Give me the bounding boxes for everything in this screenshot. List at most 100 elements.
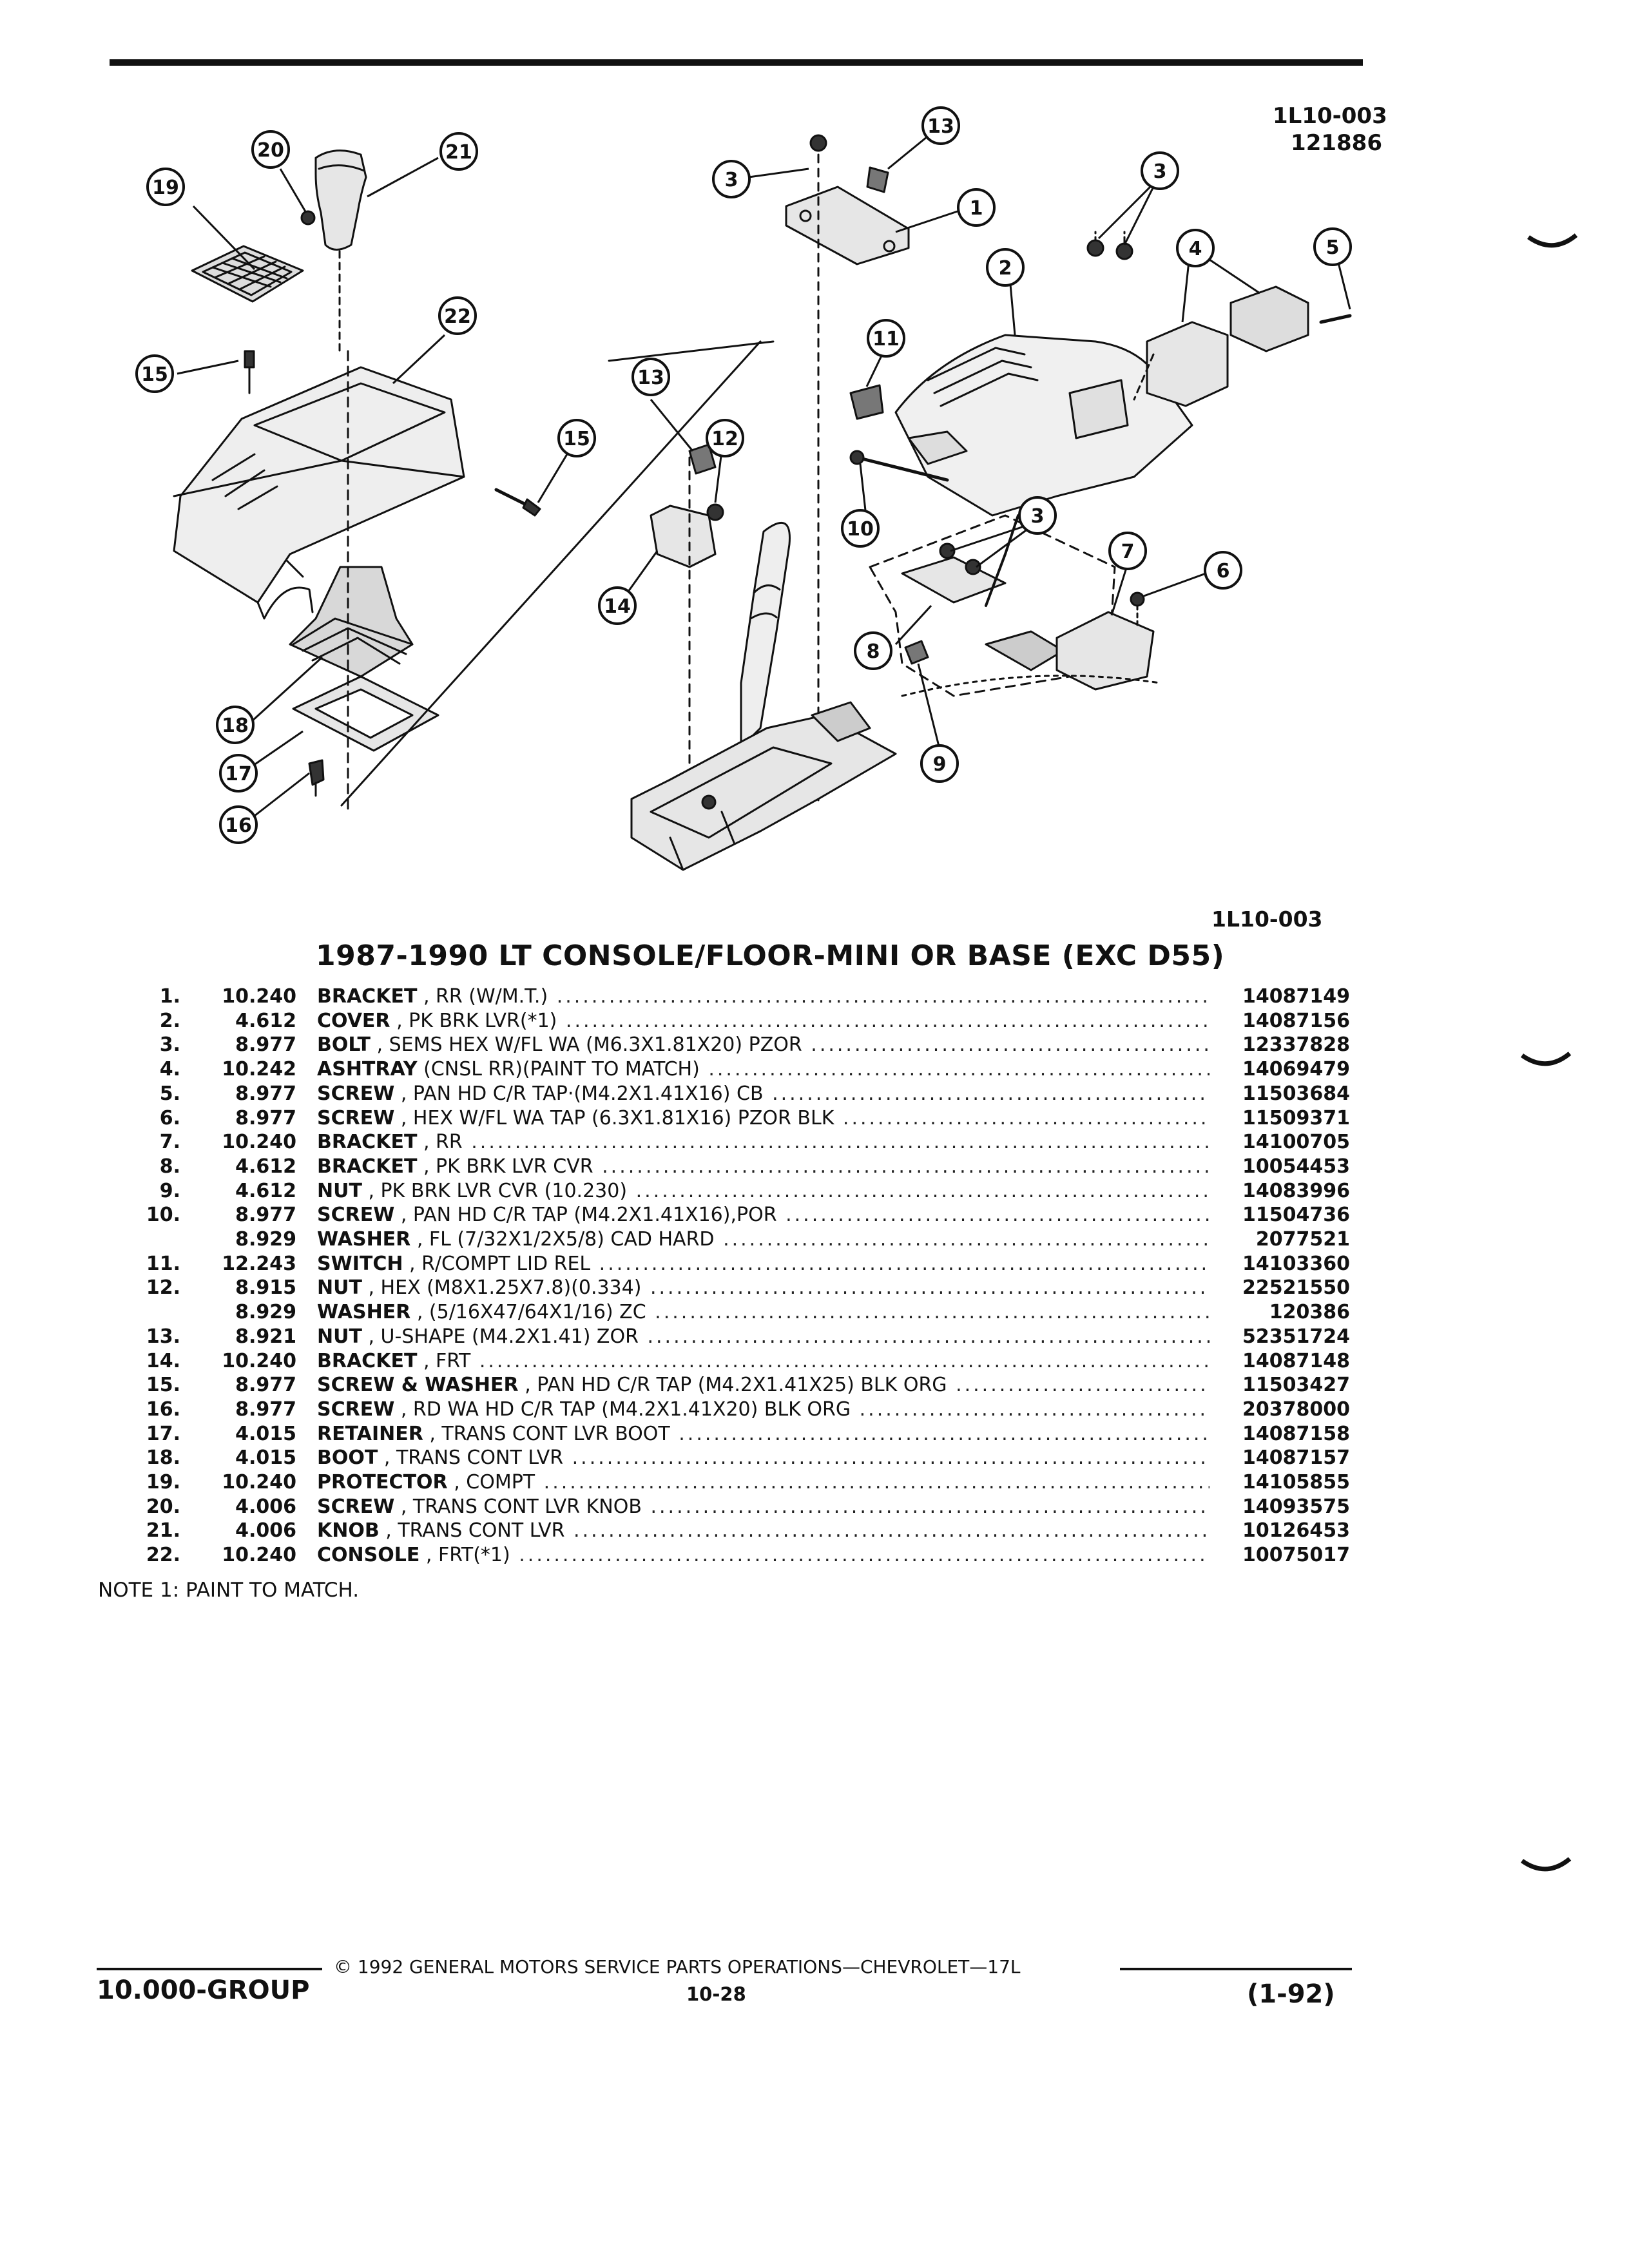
group-number: 4.006 (235, 1519, 296, 1542)
part-name: SCREW (317, 1204, 395, 1227)
item-number: 11. (146, 1252, 180, 1275)
part-number: 11509371 (1242, 1106, 1350, 1129)
part-description: COVER , PK BRK LVR(*1) .................… (317, 1009, 1210, 1033)
part-name: SCREW & WASHER (317, 1374, 519, 1397)
part-description: SCREW , PAN HD C/R TAP (M4.2X1.41X16),PO… (317, 1203, 1210, 1227)
leader-dots: ........................................… (811, 1033, 1210, 1057)
group-number: 4.612 (235, 1009, 296, 1032)
item-number: 10. (146, 1204, 180, 1227)
footer-page-number: 10-28 (686, 1983, 746, 2005)
item-number: 22. (146, 1544, 180, 1567)
leader-dots: ........................................… (543, 1471, 1210, 1494)
illustration-ref-number: 121886 (1291, 130, 1382, 156)
leader-dots: ........................................… (479, 1349, 1210, 1372)
part-description: SCREW , RD WA HD C/R TAP (M4.2X1.41X20) … (317, 1398, 1210, 1421)
svg-text:7: 7 (1121, 541, 1135, 563)
top-rule (110, 59, 1363, 66)
footer-copyright: © 1992 GENERAL MOTORS SERVICE PARTS OPER… (334, 1956, 1021, 1977)
group-number: 8.977 (235, 1374, 296, 1397)
callout-15a: 15 (135, 354, 174, 393)
item-number: 13. (146, 1325, 180, 1348)
part-spec: , (5/16X47/64X1/16) ZC (416, 1301, 646, 1324)
part-name: NUT (317, 1276, 362, 1300)
part-name: SCREW (317, 1398, 395, 1421)
part-description: NUT , HEX (M8X1.25X7.8)(0.334) .........… (317, 1276, 1210, 1300)
svg-text:19: 19 (152, 177, 179, 199)
leader-dots: ........................................… (655, 1301, 1210, 1324)
group-number: 4.015 (235, 1446, 296, 1470)
callout-1: 1 (957, 188, 996, 227)
callout-3a: 3 (712, 160, 751, 198)
part-spec: , RR (W/M.T.) (423, 985, 548, 1008)
svg-text:18: 18 (222, 715, 249, 737)
svg-text:10: 10 (847, 518, 874, 541)
ashtray-drawing (1086, 231, 1352, 407)
svg-text:20: 20 (257, 139, 284, 162)
part-description: ASHTRAY (CNSL RR)(PAINT TO MATCH) ......… (317, 1057, 1210, 1081)
part-spec: , U-SHAPE (M4.2X1.41) ZOR (368, 1325, 639, 1348)
boot-drawing (289, 566, 414, 678)
binding-hole-mark (1527, 233, 1578, 248)
retainer-drawing (292, 675, 439, 752)
callout-15b: 15 (557, 419, 596, 457)
console-drawing (173, 366, 465, 620)
part-name: SWITCH (317, 1252, 403, 1275)
parts-list-title: 1987-1990 LT CONSOLE/FLOOR-MINI OR BASE … (316, 939, 1225, 972)
binding-hole-mark (1521, 1857, 1572, 1872)
part-number: 14083996 (1242, 1179, 1350, 1202)
item-number: 15. (146, 1374, 180, 1397)
part-number: 10126453 (1242, 1519, 1350, 1542)
part-spec: , PK BRK LVR(*1) (396, 1009, 557, 1032)
callout-20: 20 (251, 130, 290, 169)
part-description: BRACKET , RR (W/M.T.) ..................… (317, 985, 1210, 1008)
part-description: SCREW , HEX W/FL WA TAP (6.3X1.81X16) PZ… (317, 1106, 1210, 1130)
group-number: 8.929 (235, 1228, 296, 1251)
callout-6: 6 (1204, 551, 1242, 590)
leader-dots: ........................................… (599, 1252, 1210, 1275)
item-number: 12. (146, 1276, 180, 1300)
part-spec: , PAN HD C/R TAP (M4.2X1.41X16),POR (400, 1204, 777, 1227)
item-number: 21. (146, 1519, 180, 1542)
part-number: 120386 (1269, 1301, 1350, 1324)
leader-dots: ........................................… (635, 1179, 1210, 1202)
part-spec: , HEX (M8X1.25X7.8)(0.334) (368, 1276, 642, 1300)
item-number: 17. (146, 1422, 180, 1445)
item-number: 1. (159, 985, 180, 1008)
part-spec: , COMPT (454, 1471, 535, 1494)
part-description: SCREW , PAN HD C/R TAP·(M4.2X1.41X16) CB… (317, 1082, 1210, 1106)
part-description: SCREW , TRANS CONT LVR KNOB ............… (317, 1495, 1210, 1519)
leader-dots: ........................................… (556, 985, 1210, 1008)
part-number: 14087149 (1242, 985, 1350, 1008)
part-name: SCREW (317, 1082, 395, 1105)
leader-dots: ........................................… (723, 1228, 1210, 1251)
part-spec: , PK BRK LVR CVR (10.230) (368, 1179, 628, 1202)
group-number: 4.015 (235, 1422, 296, 1445)
part-description: KNOB , TRANS CONT LVR ..................… (317, 1519, 1210, 1542)
item-number: 16. (146, 1398, 180, 1421)
group-number: 4.612 (235, 1155, 296, 1178)
part-description: BRACKET , PK BRK LVR CVR ...............… (317, 1155, 1210, 1178)
group-number: 8.915 (235, 1276, 296, 1300)
callout-9: 9 (920, 744, 959, 783)
part-name: BOOT (317, 1446, 378, 1470)
part-number: 10054453 (1242, 1155, 1350, 1178)
leader-dots: ........................................… (650, 1276, 1210, 1300)
part-description: BOOT , TRANS CONT LVR ..................… (317, 1446, 1210, 1470)
item-number: 7. (159, 1131, 180, 1154)
part-spec: , TRANS CONT LVR (383, 1446, 564, 1470)
callout-5: 5 (1313, 227, 1352, 266)
svg-text:5: 5 (1326, 236, 1340, 259)
leader-dots: ........................................… (772, 1082, 1210, 1105)
part-description: WASHER , FL (7/32X1/2X5/8) CAD HARD ....… (317, 1227, 1210, 1251)
illustration-ref-code: 1L10-003 (1273, 103, 1387, 129)
group-number: 8.977 (235, 1204, 296, 1227)
group-number: 4.612 (235, 1179, 296, 1202)
leader-dots: ........................................… (708, 1058, 1210, 1081)
part-number: 14087157 (1242, 1446, 1350, 1470)
callout-3c: 3 (1018, 496, 1057, 535)
svg-text:15: 15 (563, 428, 590, 450)
